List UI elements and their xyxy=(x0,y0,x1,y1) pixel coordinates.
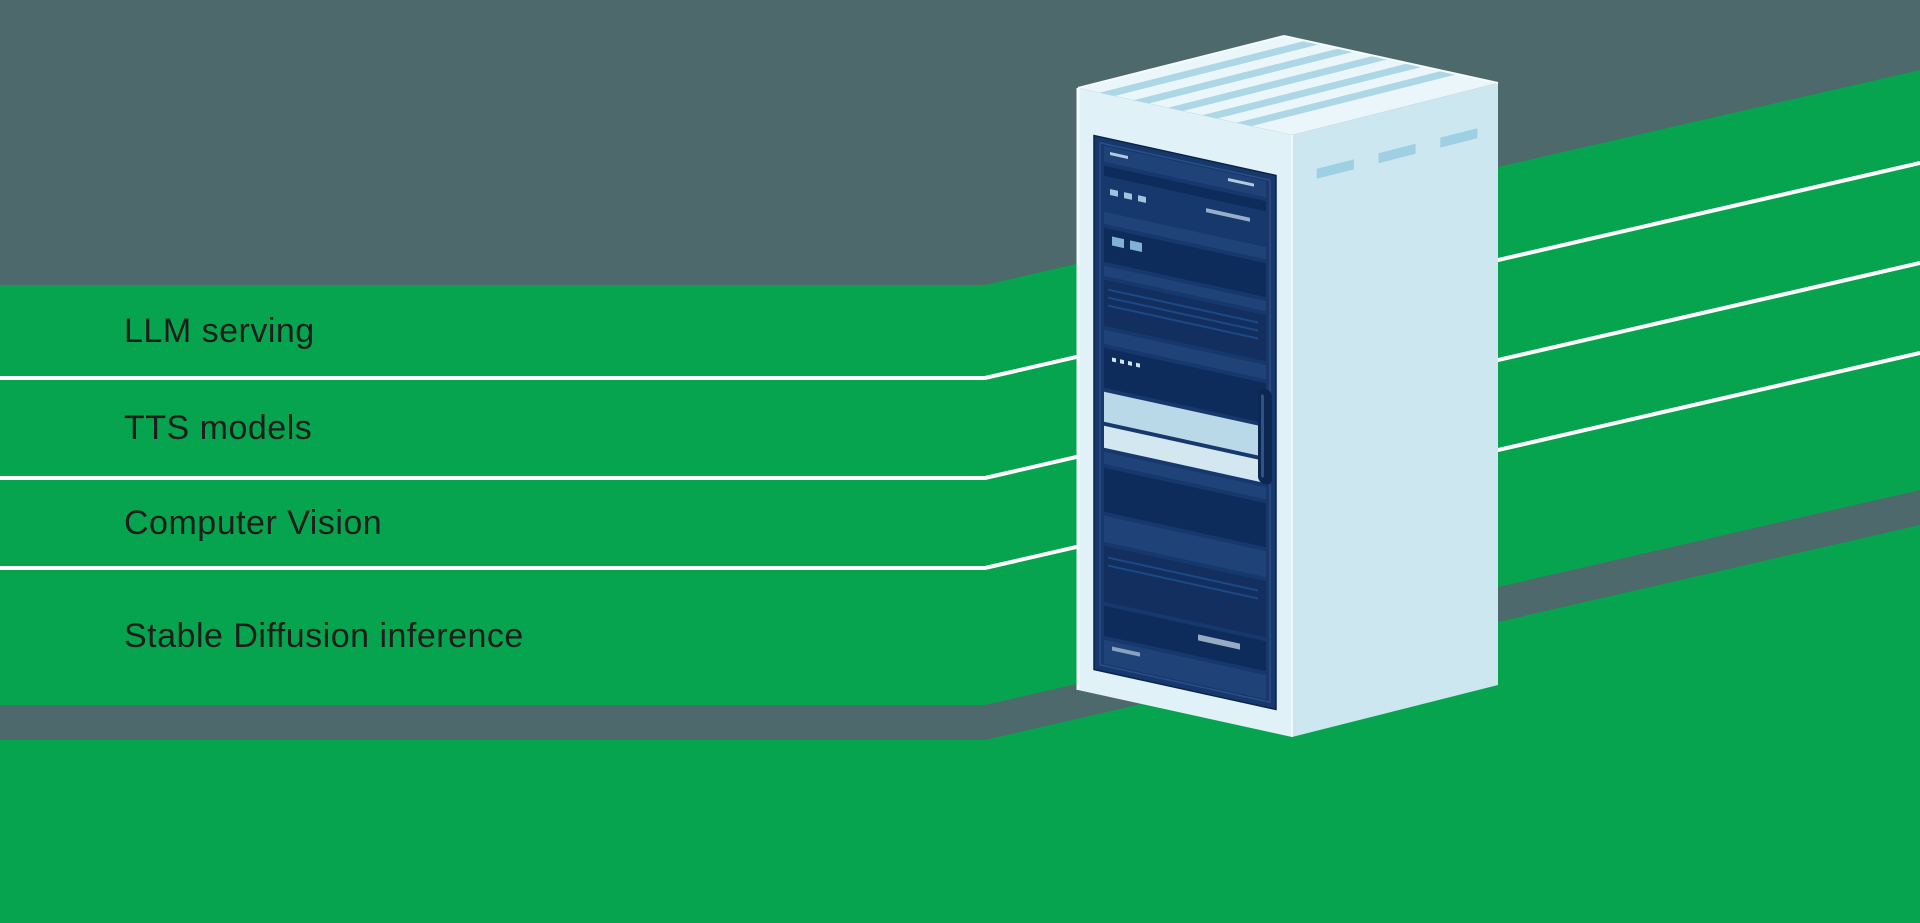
dark-divider-strip xyxy=(0,490,1920,740)
server-rack-units xyxy=(1104,145,1266,700)
server-side-face xyxy=(1292,83,1498,737)
band-separator-lines xyxy=(0,161,1920,570)
server-door-handle-highlight xyxy=(1261,394,1264,478)
server-unit-details xyxy=(1108,152,1258,657)
band-separator-1 xyxy=(0,161,1920,380)
band-label-computer-vision: Computer Vision xyxy=(124,504,383,542)
server-rack-illustration xyxy=(1076,35,1499,738)
band-separator-3 xyxy=(0,351,1920,570)
band-label-tts-models: TTS models xyxy=(124,409,313,447)
server-top-vents xyxy=(1099,40,1458,127)
server-side-vents xyxy=(1316,128,1478,179)
band-separator-2 xyxy=(0,261,1920,480)
server-edge-highlights xyxy=(1076,35,1499,737)
band-label-stable-diffusion: Stable Diffusion inference xyxy=(124,617,524,655)
server-door-handle xyxy=(1258,388,1272,485)
band-label-llm-serving: LLM serving xyxy=(124,312,315,350)
server-front-face xyxy=(1078,88,1292,738)
